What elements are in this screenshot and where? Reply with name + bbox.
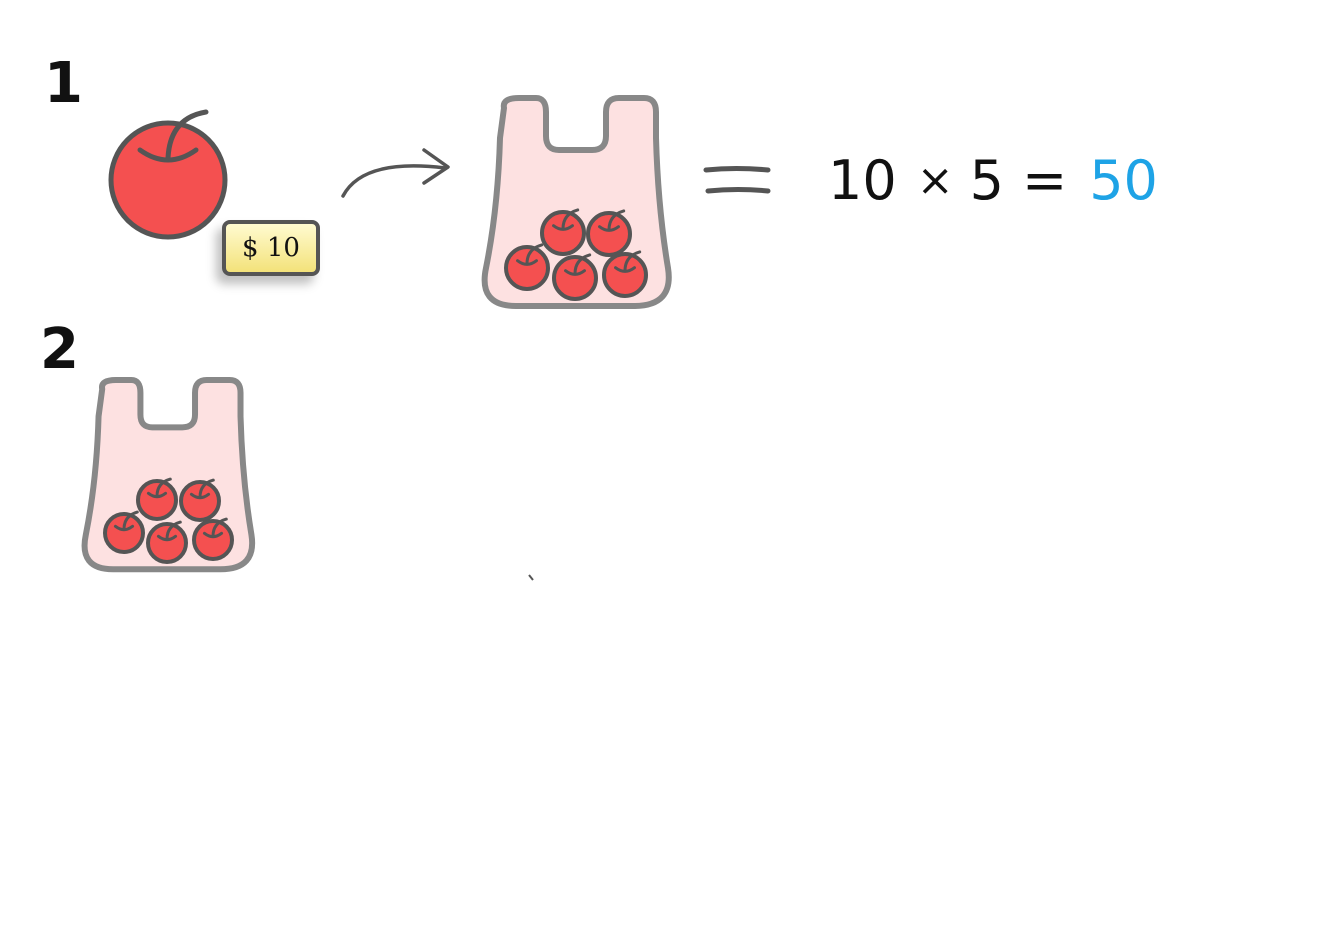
apple-icon: [179, 478, 221, 522]
apple-icon: [540, 208, 586, 256]
apple-icon: [602, 250, 648, 298]
stray-mark: [528, 574, 534, 581]
equation-result: 50: [1089, 148, 1158, 212]
apple-icon: [146, 520, 188, 564]
equation: 10 × 5 = 50: [828, 145, 1158, 215]
apple-icon: [586, 209, 632, 257]
bag-apples: [504, 208, 648, 301]
apple-icon: [108, 109, 228, 240]
apple-icon: [504, 243, 550, 291]
apple-icon: [103, 510, 145, 554]
step-1-number: 1: [44, 51, 83, 116]
step-2-number: 2: [40, 317, 79, 382]
equation-equals: =: [1021, 148, 1068, 212]
equation-times: ×: [916, 154, 954, 206]
apple-icon: [136, 477, 178, 521]
price-tag: $ 10: [222, 220, 320, 276]
equation-operand-a: 10: [828, 148, 897, 212]
arrow-right-icon: [341, 148, 450, 198]
apple-icon: [192, 517, 234, 561]
equation-operand-b: 5: [969, 148, 1004, 212]
bag-apples: [103, 477, 234, 564]
apple-icon: [552, 253, 598, 301]
equals-icon: [703, 166, 771, 194]
